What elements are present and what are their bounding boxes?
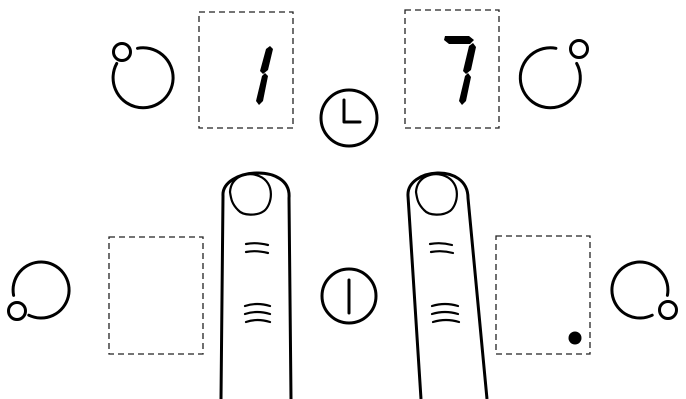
cooking-zone-top-left-icon[interactable] — [113, 44, 173, 108]
clock-icon[interactable] — [321, 90, 377, 146]
cooking-zone-bottom-left-icon[interactable] — [9, 262, 70, 319]
digit-display-top-left — [256, 46, 273, 105]
residual-heat-dot — [569, 332, 582, 345]
display-zone-top-right[interactable] — [405, 10, 499, 128]
finger-right — [408, 173, 487, 399]
cooking-zone-top-right-icon[interactable] — [520, 41, 587, 108]
display-zone-top-left[interactable] — [199, 12, 293, 128]
power-icon[interactable] — [322, 269, 376, 323]
cooking-zone-bottom-right-icon[interactable] — [612, 262, 677, 318]
finger-left — [221, 173, 291, 399]
digit-display-top-right — [444, 36, 476, 105]
display-zone-bottom-left[interactable] — [109, 237, 203, 354]
